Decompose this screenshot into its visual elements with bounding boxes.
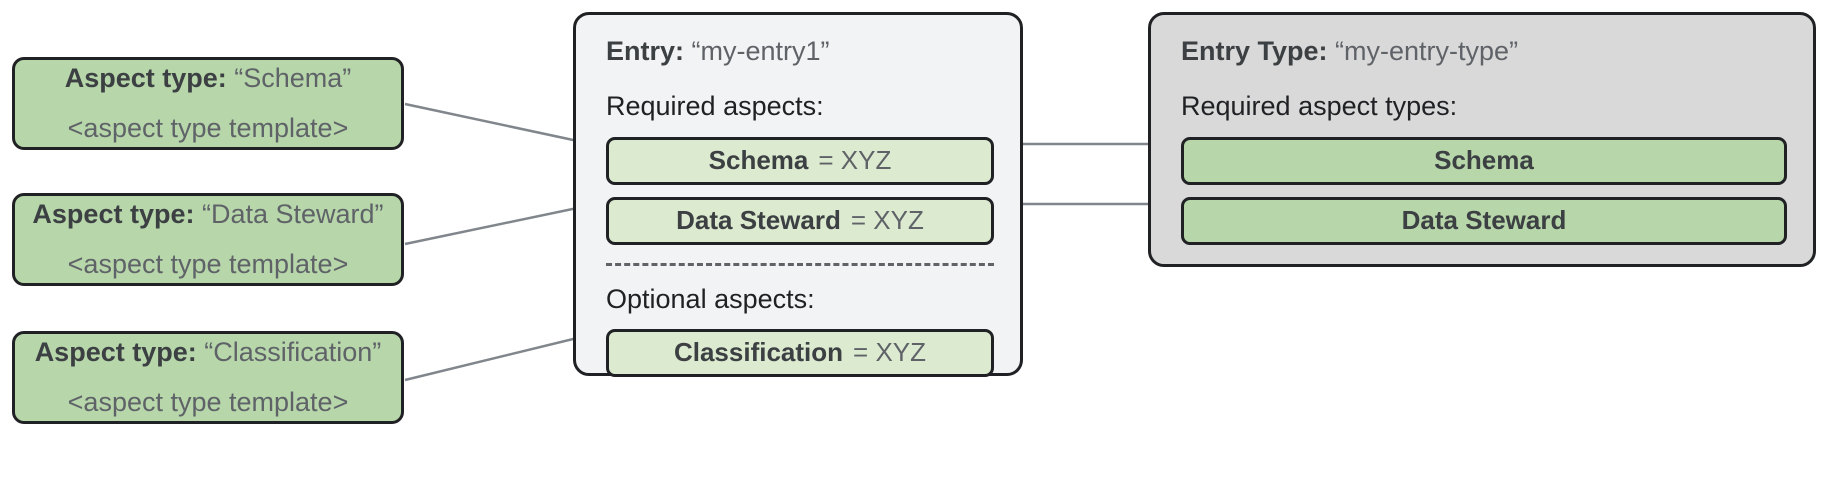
entry-required-heading: Required aspects: (606, 91, 824, 122)
entry-type-name: “my-entry-type” (1335, 36, 1519, 66)
entry-required-aspect-data-steward-name: Data Steward (676, 205, 841, 236)
aspect-type-schema-template: <aspect type template> (67, 112, 349, 143)
aspect-type-schema-title: Aspect type: “Schema” (65, 59, 352, 98)
entry-optional-aspect-classification-name: Classification (673, 337, 844, 368)
entry-required-aspect-schema-value: = XYZ (818, 145, 892, 176)
aspect-type-data-steward-name: “Data Steward” (201, 199, 384, 230)
aspect-type-data-steward-label: Aspect type: (32, 199, 195, 230)
aspect-type-classification-name: “Classification” (204, 337, 382, 368)
entry-optional-aspect-classification: Classification = XYZ (606, 328, 994, 377)
aspect-type-data-steward-title: Aspect type: “Data Steward” (32, 195, 383, 234)
entry-type-required-aspect-schema-name: Schema (1434, 145, 1534, 176)
entry-type-title: Entry Type: “my-entry-type” (1181, 33, 1787, 69)
aspect-type-card-schema: Aspect type: “Schema” <aspect type templ… (12, 57, 404, 150)
aspect-type-classification-template: <aspect type template> (67, 386, 349, 417)
aspect-type-classification-title: Aspect type: “Classification” (35, 333, 382, 372)
entry-required-aspect-schema: Schema = XYZ (606, 136, 994, 185)
aspect-type-data-steward-template: <aspect type template> (67, 248, 349, 279)
entry-type-panel: Entry Type: “my-entry-type” Required asp… (1148, 12, 1816, 267)
entry-type-required-aspect-data-steward: Data Steward (1181, 196, 1787, 245)
entry-panel: Entry: “my-entry1” Required aspects: Sch… (573, 12, 1023, 377)
entry-type-label: Entry Type: (1181, 36, 1328, 66)
aspect-type-schema-name: “Schema” (234, 63, 352, 94)
aspect-type-schema-label: Aspect type: (64, 63, 227, 94)
entry-type-required-aspect-schema: Schema (1181, 136, 1787, 185)
entry-label: Entry: (606, 36, 685, 66)
entry-optional-aspect-classification-value: = XYZ (853, 337, 927, 368)
entry-required-aspect-data-steward-value: = XYZ (850, 205, 924, 236)
aspect-type-classification-label: Aspect type: (34, 337, 197, 368)
entry-required-aspect-schema-name: Schema (708, 145, 809, 176)
required-optional-divider (606, 262, 994, 266)
entry-required-aspect-data-steward: Data Steward = XYZ (606, 196, 994, 245)
entry-type-required-aspect-data-steward-name: Data Steward (1401, 205, 1567, 236)
entry-optional-heading: Optional aspects: (606, 283, 815, 314)
aspect-type-card-data-steward: Aspect type: “Data Steward” <aspect type… (12, 193, 404, 286)
aspect-type-card-classification: Aspect type: “Classification” <aspect ty… (12, 331, 404, 424)
entry-name: “my-entry1” (691, 36, 830, 66)
entry-title: Entry: “my-entry1” (606, 33, 994, 69)
entry-type-required-heading: Required aspect types: (1181, 91, 1458, 122)
